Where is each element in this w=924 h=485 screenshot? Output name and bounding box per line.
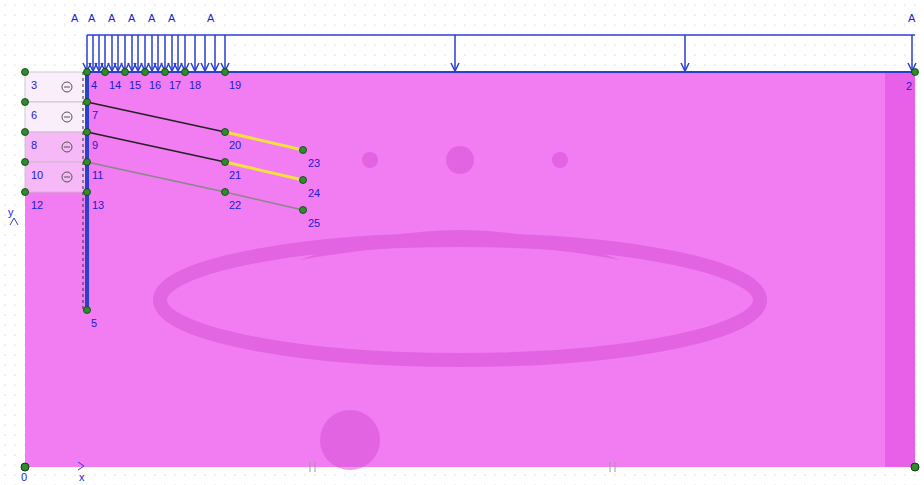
point-number: 25 xyxy=(308,217,320,229)
point-number: 19 xyxy=(229,79,241,91)
point-number: 14 xyxy=(109,79,121,91)
point-number: 11 xyxy=(92,169,103,181)
point-number: 22 xyxy=(229,199,241,211)
point-number: 24 xyxy=(308,187,320,199)
point-number: 10 xyxy=(31,169,43,181)
load-label: A xyxy=(88,12,95,24)
load-label: A xyxy=(908,12,915,24)
point-number: 5 xyxy=(91,317,97,329)
point-number: 23 xyxy=(308,157,320,169)
axis-label: y xyxy=(8,206,14,218)
load-label: A xyxy=(108,12,115,24)
point-number: 8 xyxy=(31,139,37,151)
point-number: 18 xyxy=(189,79,201,91)
point-number: 2 xyxy=(906,80,912,92)
point-number: 17 xyxy=(169,79,181,91)
load-label: A xyxy=(148,12,155,24)
point-number: 9 xyxy=(92,139,98,151)
point-number: 12 xyxy=(31,199,43,211)
point-number: 15 xyxy=(129,79,141,91)
axis-label: x xyxy=(79,471,85,483)
point-number: 20 xyxy=(229,139,241,151)
load-label: A xyxy=(128,12,135,24)
axis-label: 0 xyxy=(21,471,27,483)
point-number: 7 xyxy=(92,109,98,121)
load-label: A xyxy=(168,12,175,24)
point-number: 16 xyxy=(149,79,161,91)
load-label: A xyxy=(71,12,78,24)
point-number: 4 xyxy=(91,79,97,91)
point-number: 6 xyxy=(31,109,37,121)
load-label: A xyxy=(207,12,214,24)
point-number: 21 xyxy=(229,169,241,181)
point-number: 3 xyxy=(31,79,37,91)
point-number: 13 xyxy=(92,199,104,211)
